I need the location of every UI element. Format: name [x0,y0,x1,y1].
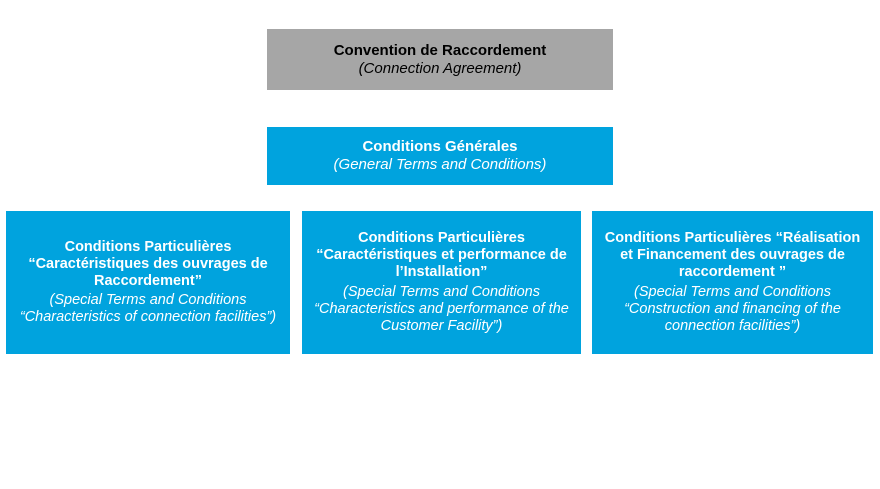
node-conditions-particulieres-caracteristiques-ouvrages: Conditions Particulières “Caractéristiqu… [6,211,290,354]
node-conditions-generales: Conditions Générales (General Terms and … [267,127,613,185]
node-title-en: (Special Terms and Conditions “Construct… [624,283,841,334]
node-title-fr: Conditions Particulières “Caractéristiqu… [316,230,567,281]
node-title-fr: Conditions Particulières “Réalisation et… [604,230,861,281]
node-title-fr: Convention de Raccordement [333,41,547,59]
node-title-fr: Conditions Générales [362,138,518,156]
node-conditions-particulieres-caracteristiques-installation: Conditions Particulières “Caractéristiqu… [302,211,581,354]
node-title-fr: Conditions Particulières “Caractéristiqu… [28,238,268,289]
node-title-en: (General Terms and Conditions) [333,156,547,173]
node-title-en: (Connection Agreement) [358,59,522,77]
node-conditions-particulieres-realisation-financement: Conditions Particulières “Réalisation et… [592,211,873,354]
node-convention-de-raccordement: Convention de Raccordement (Connection A… [267,29,613,90]
node-title-en: (Special Terms and Conditions “Character… [314,283,569,334]
node-title-en: (Special Terms and Conditions “Character… [19,292,277,326]
